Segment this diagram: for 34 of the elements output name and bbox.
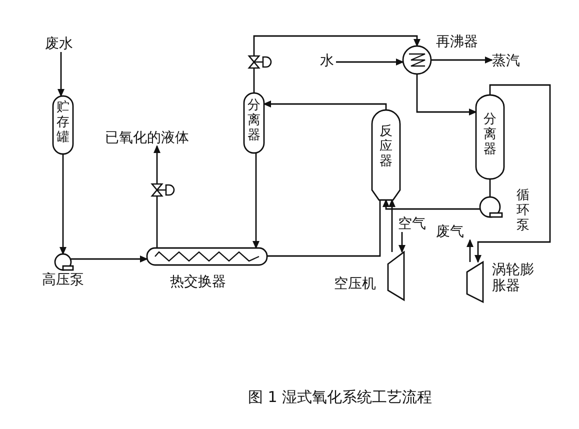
- equipment-label: 分离器: [483, 112, 497, 157]
- flow-arrow: [336, 58, 404, 66]
- equipment-label: 分离器: [247, 98, 261, 143]
- equipment-label: 反应器: [379, 124, 393, 169]
- flow-line: [489, 179, 491, 197]
- flow-arrow: [252, 153, 260, 249]
- equipment-label: 再沸器: [436, 34, 479, 50]
- flow-arrow: [60, 154, 66, 255]
- equipment-label: 涡轮膨胀器: [492, 262, 535, 294]
- flow-arrow: [388, 199, 396, 252]
- flow-arrow: [431, 56, 493, 64]
- flow-arrow: [382, 199, 480, 210]
- flow-arrow: [466, 239, 474, 262]
- equipment-label: 循环泵: [516, 188, 530, 233]
- stream-label: 水: [320, 53, 335, 69]
- flow-arrow: [398, 232, 406, 253]
- flow-arrow: [416, 74, 477, 116]
- figure-caption: 图 1 湿式氧化系统工艺流程: [246, 388, 434, 407]
- flow-arrow: [253, 35, 420, 93]
- equipment-label: 高压泵: [42, 272, 85, 288]
- flow-arrow: [71, 256, 148, 262]
- flow-arrow: [154, 145, 160, 248]
- stream-label: 空气: [398, 216, 427, 232]
- stream-label: 蒸汽: [492, 53, 521, 69]
- equipment-label: 空压机: [334, 276, 377, 292]
- stream-label: 已氧化的液体: [105, 130, 190, 146]
- stream-label: 废气: [436, 224, 465, 240]
- flow-arrow: [263, 100, 387, 110]
- flow-arrow: [474, 84, 551, 263]
- flow-arrow: [58, 52, 64, 97]
- stream-label: 废水: [45, 36, 74, 52]
- equipment-label: 贮存罐: [56, 100, 70, 145]
- flow-line: [267, 200, 381, 257]
- equipment-label: 热交换器: [170, 274, 227, 290]
